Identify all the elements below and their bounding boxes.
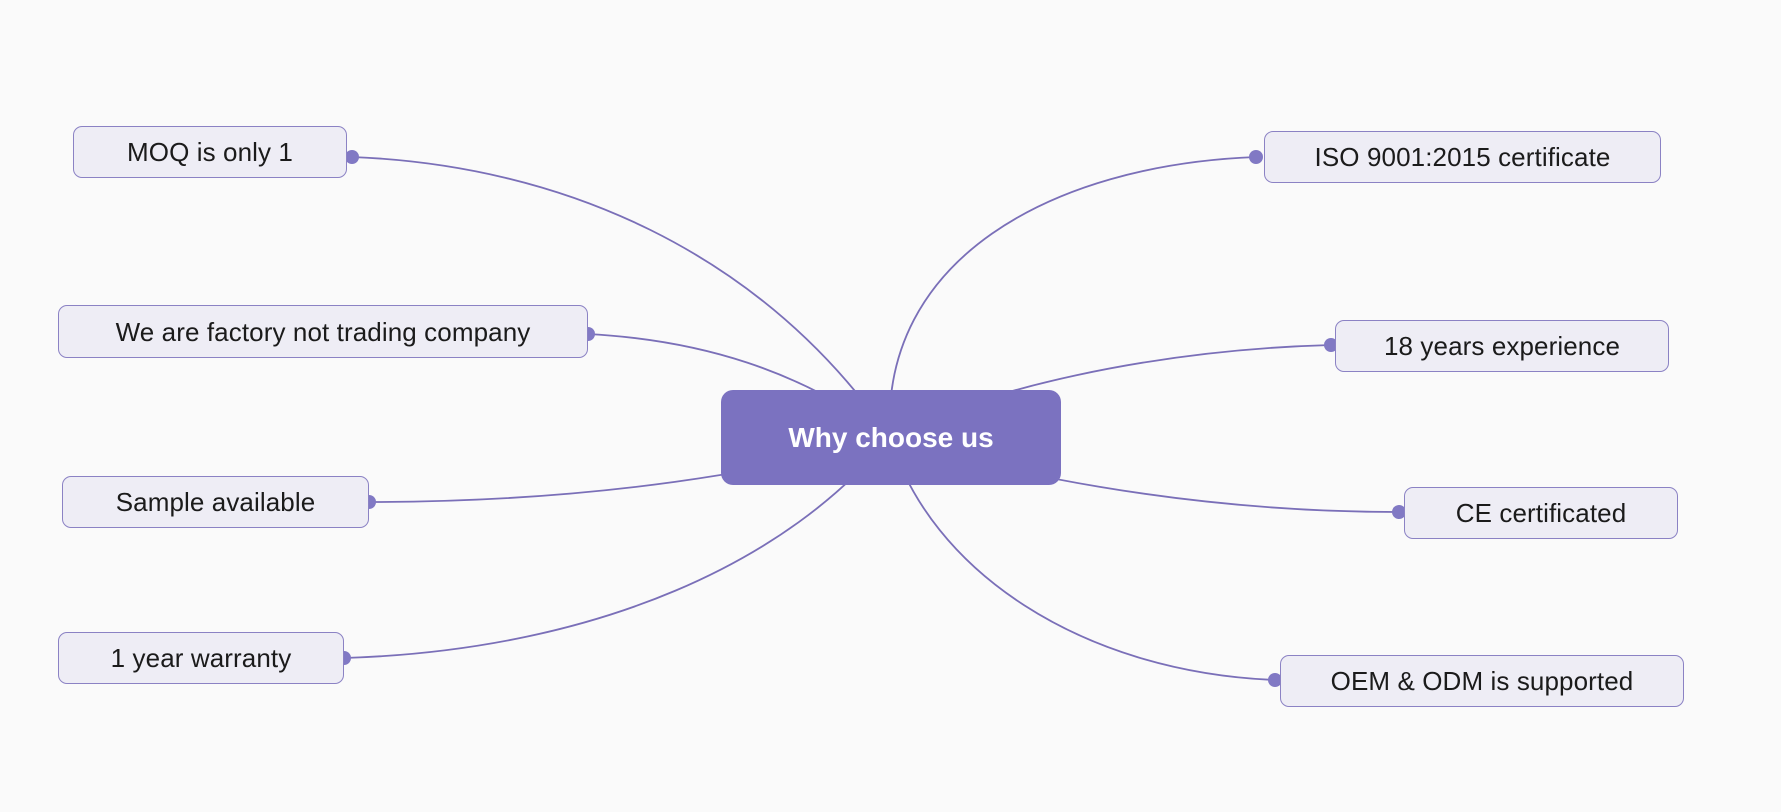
central-node-label: Why choose us	[788, 421, 994, 453]
branch-label-moq: MOQ is only 1	[126, 137, 293, 167]
branch-node-factory[interactable]: We are factory not trading company	[58, 305, 588, 358]
branch-label-ce: CE certificated	[1455, 498, 1627, 528]
connector-dot-moq	[345, 150, 359, 164]
connector-dot-iso	[1249, 150, 1263, 164]
branch-node-moq[interactable]: MOQ is only 1	[73, 126, 347, 178]
branch-node-experience[interactable]: 18 years experience	[1335, 320, 1669, 372]
branch-node-iso[interactable]: ISO 9001:2015 certificate	[1264, 131, 1661, 183]
branch-label-oem: OEM & ODM is supported	[1330, 666, 1634, 696]
branch-label-warranty: 1 year warranty	[110, 643, 292, 673]
branch-label-iso: ISO 9001:2015 certificate	[1314, 142, 1611, 172]
branch-node-sample[interactable]: Sample available	[62, 476, 369, 528]
branch-label-factory: We are factory not trading company	[115, 316, 531, 347]
branch-node-warranty[interactable]: 1 year warranty	[58, 632, 344, 684]
branch-label-experience: 18 years experience	[1383, 331, 1621, 361]
branch-node-oem[interactable]: OEM & ODM is supported	[1280, 655, 1684, 707]
central-node[interactable]: Why choose us	[721, 390, 1061, 485]
branch-label-sample: Sample available	[115, 487, 316, 517]
branch-node-ce[interactable]: CE certificated	[1404, 487, 1678, 539]
